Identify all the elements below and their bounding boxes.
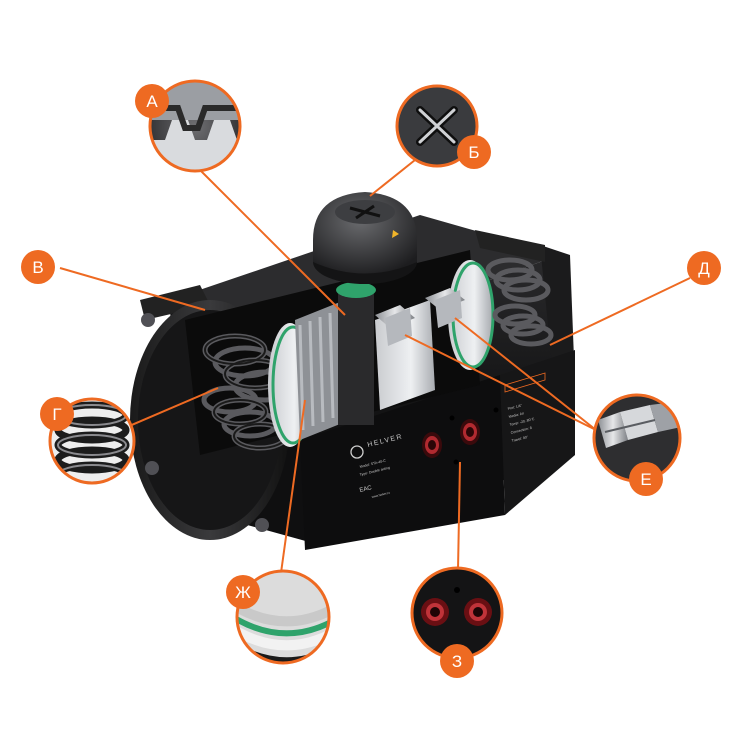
cap-bolt <box>145 461 159 475</box>
cap-bolt <box>255 518 269 532</box>
plate-line: Model: STA-40-C <box>359 458 386 468</box>
badge-a-label: А <box>146 92 158 111</box>
badge-zh-label: Ж <box>235 583 251 602</box>
air-ports <box>422 407 499 465</box>
right-springs <box>485 257 554 347</box>
spec-line: Travel: 90° <box>511 435 529 443</box>
cutaway-interior <box>185 250 554 455</box>
plate-line: Type: Double acting <box>359 466 390 477</box>
position-indicator <box>313 192 417 284</box>
spec-line: Media: Air <box>508 411 525 419</box>
detail-circle-stop-screw <box>592 393 682 483</box>
badge-e-label: Е <box>640 470 651 489</box>
travel-stop-screws <box>375 288 465 346</box>
badge-e: Е <box>629 462 663 496</box>
badge-b-label: Б <box>468 143 479 162</box>
leader-lines <box>59 159 691 581</box>
spec-line: Connection: 8 <box>510 426 532 435</box>
badge-zh: Ж <box>226 575 260 609</box>
badge-v-label: В <box>32 258 43 277</box>
badge-z-label: З <box>452 652 462 671</box>
spec-line: Temp: -20..80°C <box>509 417 535 427</box>
pinion-shaft <box>338 290 374 425</box>
badge-d-label: Д <box>698 259 710 278</box>
spec-line: Port: 1/4" <box>507 403 523 411</box>
detail-circle-indicator <box>395 84 479 168</box>
badge-v: В <box>21 250 55 284</box>
plate-line: www.helver.ru <box>371 490 390 498</box>
badge-b: Б <box>457 135 491 169</box>
ce-mark: EAC <box>359 485 373 494</box>
badge-z: З <box>440 644 474 678</box>
detail-circle-air-ports <box>410 566 504 660</box>
badge-g-label: Г <box>52 405 61 424</box>
cap-bolt <box>141 313 155 327</box>
badge-d: Д <box>687 251 721 285</box>
badge-g: Г <box>40 397 74 431</box>
badge-a: А <box>135 84 169 118</box>
